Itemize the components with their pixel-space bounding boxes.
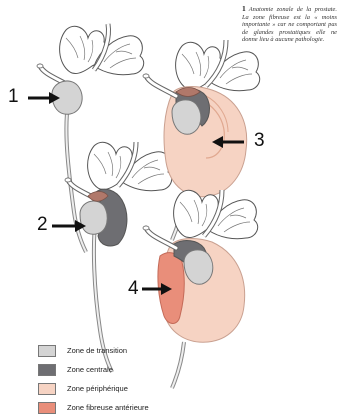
legend-label-fibrous: Zone fibreuse antérieure	[67, 403, 149, 412]
legend-item-fibrous: Zone fibreuse antérieure	[38, 402, 238, 416]
legend-swatch-peripheral	[38, 383, 56, 395]
diagram-central-zone	[65, 142, 172, 372]
figure-number-3: 3	[254, 130, 265, 152]
figure-number-2: 2	[37, 214, 48, 236]
caption-text: Anatomie zonale de la prostate. La zone …	[242, 6, 337, 43]
legend-swatch-central	[38, 364, 56, 376]
legend-swatch-transition	[38, 345, 56, 357]
legend-item-peripheral: Zone périphérique	[38, 383, 238, 397]
figure-number-1: 1	[8, 86, 19, 108]
legend-label-central: Zone centrale	[67, 365, 113, 374]
figure-number-4: 4	[128, 278, 139, 300]
legend-item-central: Zone centrale	[38, 364, 238, 378]
caption-number: 1	[242, 4, 246, 13]
legend-label-transition: Zone de transition	[67, 346, 127, 355]
legend-item-transition: Zone de transition	[38, 345, 238, 359]
legend-label-peripheral: Zone périphérique	[67, 384, 128, 393]
legend-swatch-fibrous	[38, 402, 56, 414]
